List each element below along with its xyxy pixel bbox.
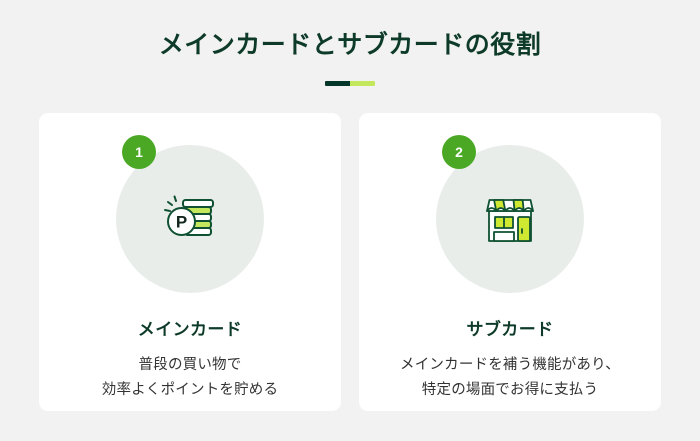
icon-area-sub: 2 (436, 135, 584, 293)
card-description-line: 普段の買い物で (138, 357, 242, 373)
card-description-line: 効率よくポイントを貯める (101, 382, 279, 398)
card-title-main: メインカード (137, 320, 243, 339)
page-title: メインカードとサブカードの役割 (158, 31, 542, 59)
card-badge-number: 2 (442, 135, 476, 169)
card-sub[interactable]: 2 (359, 113, 661, 411)
coin-stack-point-icon: P (159, 188, 221, 250)
title-divider-left-segment (325, 81, 350, 86)
card-main[interactable]: 1 (39, 113, 341, 411)
cards-row: 1 (39, 113, 661, 411)
title-divider (325, 81, 375, 86)
card-description-main: 普段の買い物で 効率よくポイントを貯める (39, 353, 341, 403)
card-description-line: メインカードを補う機能があり、 (400, 357, 620, 373)
card-title-sub: サブカード (466, 320, 554, 339)
card-description-line: 特定の場面でお得に支払う (421, 382, 599, 398)
svg-text:P: P (176, 213, 187, 232)
title-divider-right-segment (350, 81, 375, 86)
heading-block: メインカードとサブカードの役割 (0, 28, 700, 86)
icon-area-main: 1 (116, 135, 264, 293)
card-description-sub: メインカードを補う機能があり、 特定の場面でお得に支払う (359, 353, 661, 403)
card-badge-number: 1 (122, 135, 156, 169)
storefront-icon (479, 188, 541, 250)
